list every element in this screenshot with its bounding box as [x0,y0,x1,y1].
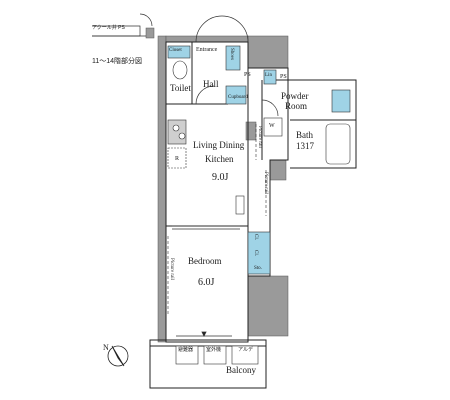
picture-rail-label-1: Picture rail [257,126,262,149]
ps-label-1: PS [244,72,251,78]
balcony-box-3-label: アルデ [238,348,253,353]
bathtub [325,123,351,165]
ldk-label-2: Kitchen [205,154,234,164]
balcony-box-3 [231,345,259,365]
north-label: N [103,343,109,352]
closet-top [167,45,191,59]
entrance-door-arc-2 [221,15,249,43]
closet-storage [247,231,271,275]
door-swings [195,15,279,117]
bath-size-label: 1317 [296,141,314,151]
key-plan-caption: 11〜14階部分図 [92,58,143,65]
linen-label: Lin [265,73,272,78]
north-arrow [107,345,129,367]
balcony-box-1-label: 避難器 [178,348,194,353]
storage-label: Sto. [254,266,262,271]
cupboard-label: Cupboard [228,95,248,100]
hall-label: Hall [203,79,219,89]
hall-door-arc [195,85,215,105]
key-plan-door-arc [139,13,153,27]
toilet-bowl [172,60,188,80]
picture-rail-label-3: Picture rail [169,258,174,281]
stove-burner-1 [172,124,180,132]
powder-room-label-1: Powder [281,91,309,101]
key-plan [92,13,153,37]
fridge-space [167,147,187,169]
shoes-label: Shoes [229,48,234,60]
kitchen-counter [167,119,187,145]
entrance-label: Entrance [196,47,218,53]
stove-burner-2 [178,132,186,140]
balcony-box-2-label: 室外機 [206,348,222,353]
wall-pillar-right [269,159,287,181]
fixtures [167,45,351,365]
shoes-cabinet [225,45,241,71]
closet-label-2: Cl. [253,250,258,256]
column-mark [235,195,245,215]
wall-core-bottom [247,275,289,337]
balcony-outline [149,339,267,389]
bedroom-area: 6.0J [198,277,215,288]
vanity [331,89,351,113]
ps-label-2: PS [280,74,287,80]
bath-label: Bath [296,130,313,140]
balcony-arrow [201,331,207,337]
entrance-door-arc [195,15,223,43]
sliding-doors [172,225,240,337]
toilet-label: Toilet [170,83,191,93]
balcony-label: Balcony [226,365,256,375]
wall-left [157,35,167,343]
balcony-box-2 [203,345,227,365]
ldk-label-1: Living Dining [193,140,245,150]
ldk-area: 9.0J [212,172,229,183]
powder-door-arc [261,99,279,117]
north-arrow-needle [111,345,125,367]
north-arrow-circle [107,345,129,367]
closet-top-label: Closet [169,48,182,53]
fridge-label: R [175,156,180,162]
wall-top [165,35,249,43]
right-outline [248,67,289,277]
washer-box [263,117,283,137]
washer-label: W [269,123,275,129]
wall-stub [145,27,155,39]
linen [263,69,277,85]
picture-rails [167,124,267,316]
balcony-box-1 [175,345,199,365]
key-plan-label: アクール井 PS [92,25,125,31]
bedroom-label: Bedroom [188,256,222,266]
wall-core-top [247,35,289,69]
cupboard-fixture [225,85,247,105]
powder-room-label-2: Room [285,101,308,111]
closet-label-1: Cl. [253,234,258,240]
wet-area-outline [276,79,357,169]
unit-outline [165,41,249,343]
picture-rail-label-2: Picture rail [263,172,268,195]
